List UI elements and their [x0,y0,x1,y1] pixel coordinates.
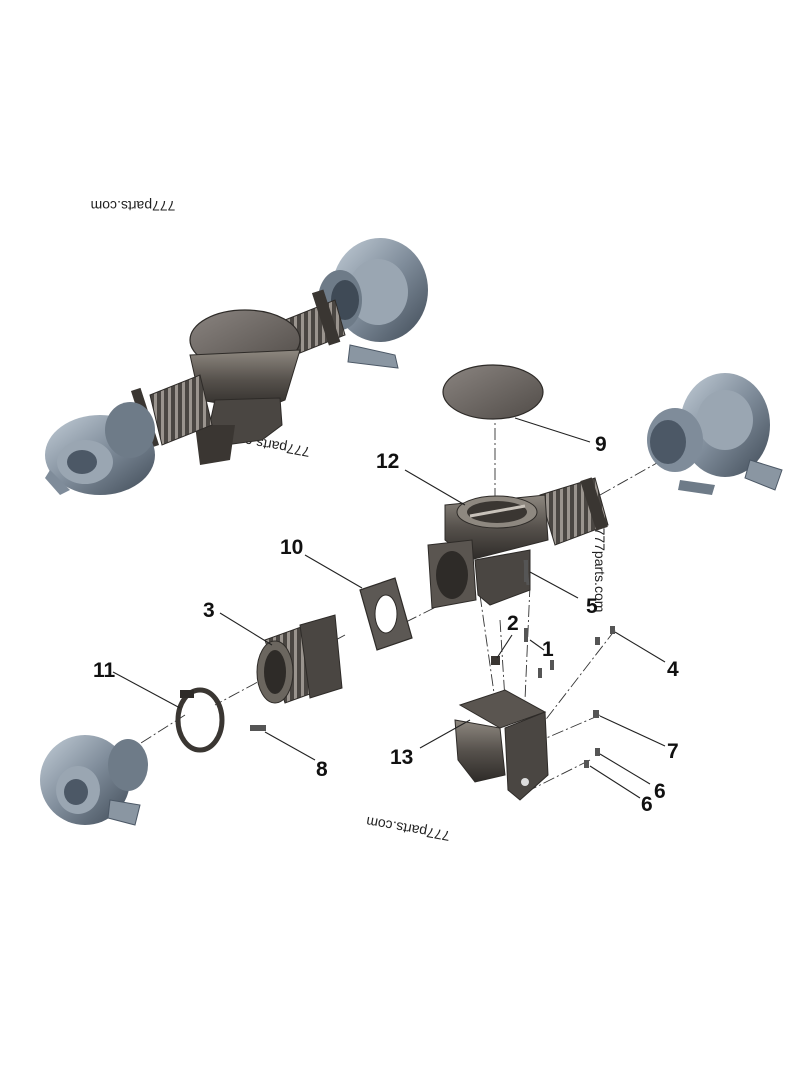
turbocharger-exploded-lower-left [40,735,148,826]
callout-1: 1 [542,638,554,661]
turbocharger-upper-left [45,402,155,495]
callout-12: 12 [376,450,399,473]
part-11-clamp [175,687,225,753]
callout-8: 8 [316,758,328,781]
part-6-washer-a [595,748,600,756]
watermark-bottom: 777parts.com [365,814,451,844]
watermark-top: 777parts.com [91,198,176,214]
fasteners [250,560,615,768]
callout-10: 10 [280,536,303,559]
callout-9: 9 [595,433,607,456]
callout-4: 4 [667,658,679,681]
callout-5: 5 [586,595,598,618]
callout-2: 2 [507,612,519,635]
part-6-washer-b [584,760,589,768]
leader-lines [112,417,666,799]
part-2-nut [491,656,500,665]
turbocharger-exploded-right [647,373,783,495]
part-10-gasket [359,577,413,651]
callout-labels: 1 2 3 4 5 6 6 7 8 9 10 11 12 13 [93,433,679,816]
callout-3: 3 [203,599,215,622]
callout-13: 13 [390,746,413,769]
part-1-bolt [524,628,528,642]
part-4-bolt-b [610,626,615,634]
part-8-bolt [250,725,266,731]
assembled-y-housing [189,349,301,465]
callout-6b: 6 [641,793,653,816]
part-4-bolt-a [595,637,600,645]
watermark-vertical: 777parts.com [592,528,608,613]
part-3-bellows [256,614,343,704]
part-9-cover-plate [442,364,544,420]
callout-6a: 6 [654,780,666,803]
assembled-view [45,238,428,495]
turbocharger-upper-right [318,238,428,369]
part-1-bolt-b [550,660,554,670]
part-7-bolt [593,710,599,718]
part-1-bolt-c [538,668,542,678]
callout-7: 7 [667,740,679,763]
part-5-bolt [524,560,528,582]
part-12-y-housing [427,477,609,609]
callout-11: 11 [93,659,116,682]
part-13-bracket [454,689,549,801]
